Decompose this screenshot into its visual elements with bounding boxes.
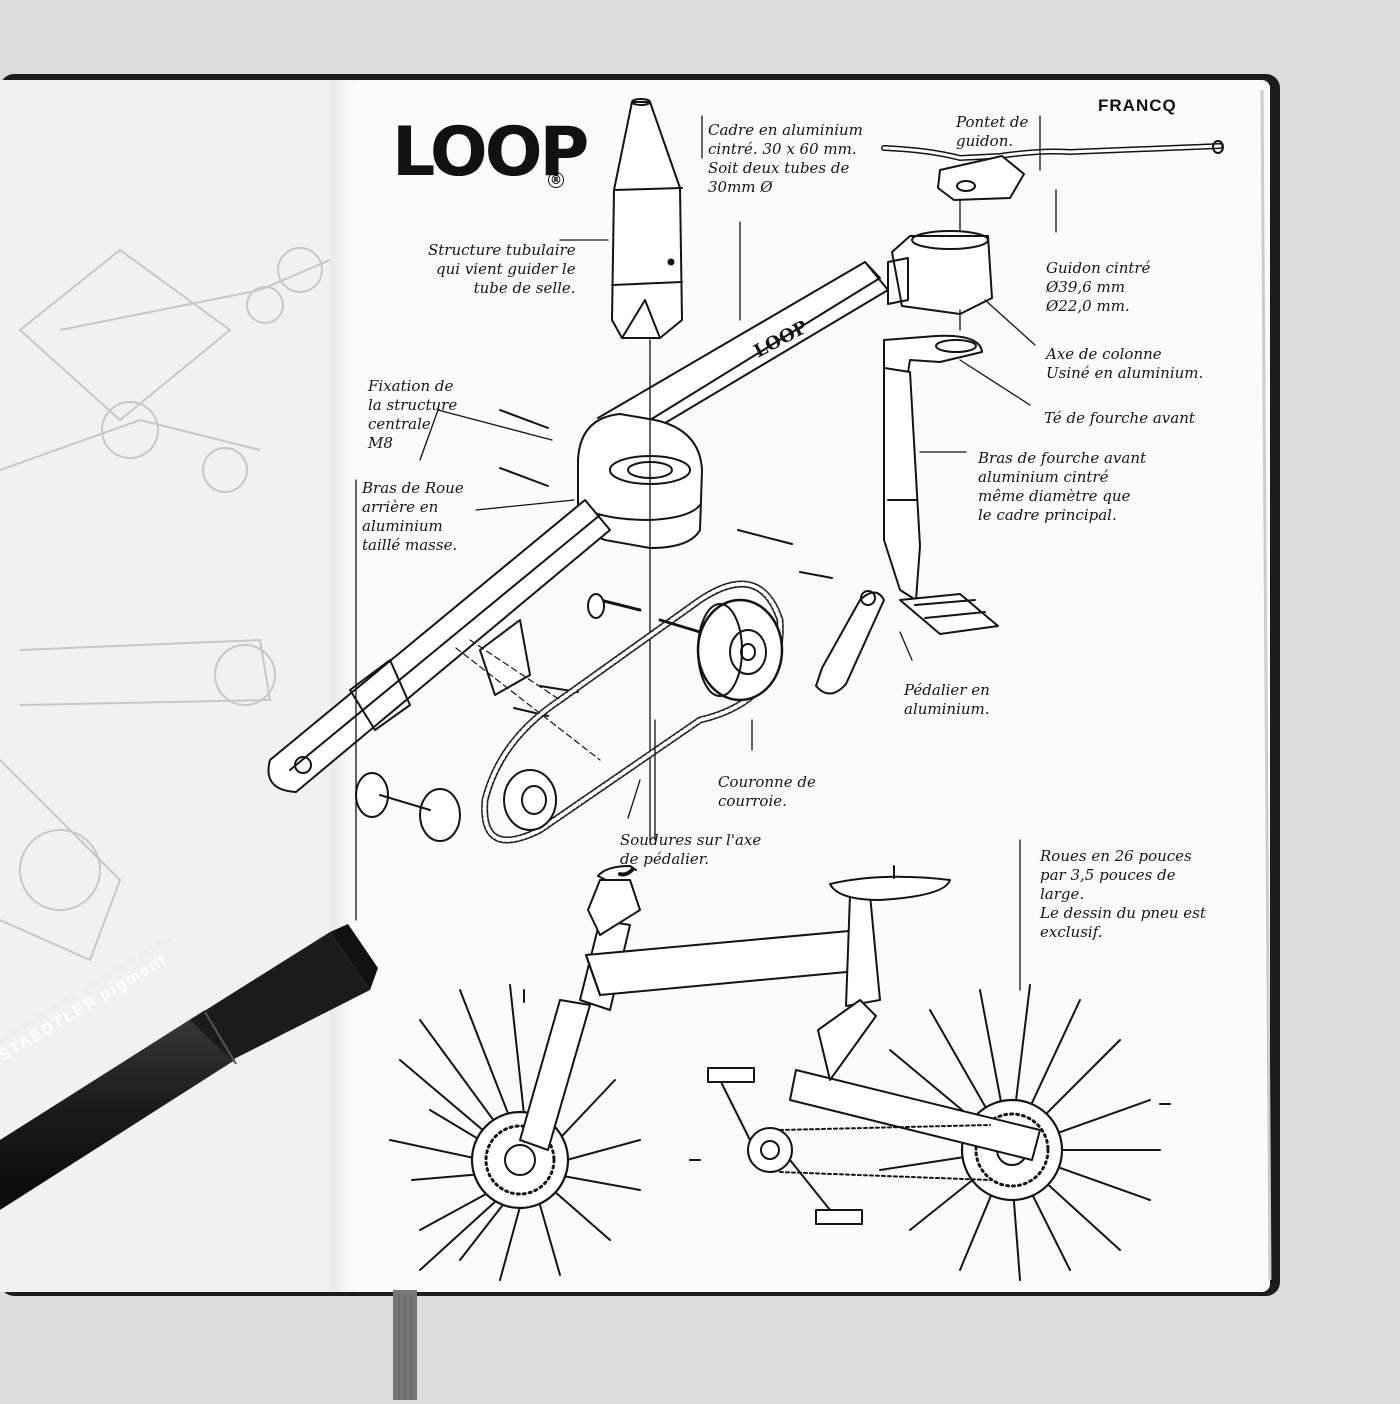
pen (0, 924, 378, 1210)
author-signature: FRANCQ (1098, 96, 1177, 115)
exploded-view (267, 98, 1224, 991)
annotation-te: Té de fourche avant (1044, 409, 1195, 427)
right-page (350, 80, 1270, 1292)
faint-sketch (0, 247, 331, 962)
registered-mark: ® (548, 172, 564, 188)
assembled-bike (389, 865, 1171, 1281)
